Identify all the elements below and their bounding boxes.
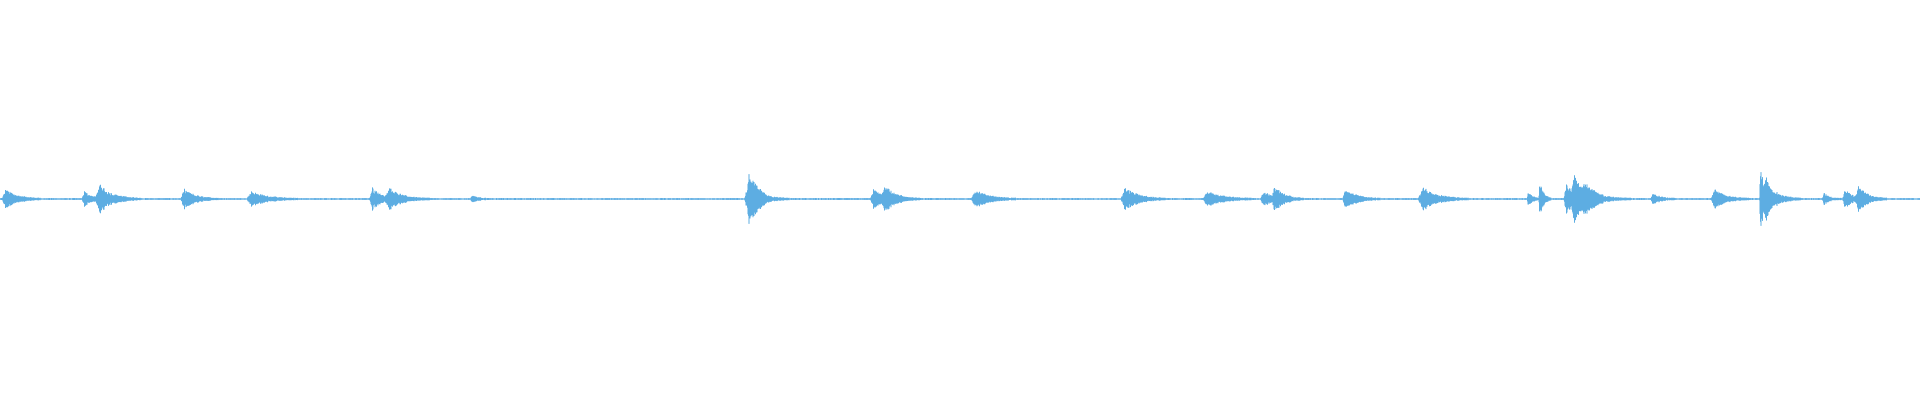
waveform-trace [0, 172, 1920, 226]
